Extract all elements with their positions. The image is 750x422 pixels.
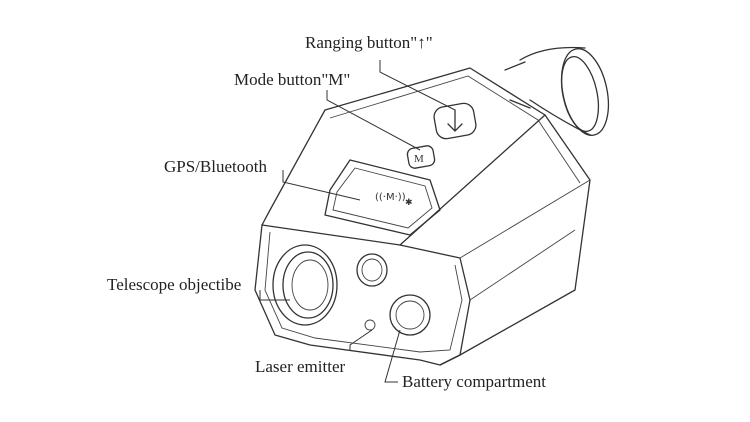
eyepiece [504,46,610,136]
svg-text:✱: ✱ [405,198,413,208]
label-ranging-button: Ranging button"↑" [305,33,433,52]
svg-text:M: M [414,153,424,165]
label-mode-button: Mode button"M" [234,70,351,89]
label-laser-emitter: Laser emitter [255,357,346,376]
svg-text:((·M·)): ((·M·)) [375,192,406,203]
label-gps-bluetooth: GPS/Bluetooth [164,157,267,176]
device-body: M ((·M·)) ✱ [254,67,591,366]
label-telescope-objective: Telescope objectibe [107,275,242,294]
label-battery-compartment: Battery compartment [402,372,546,391]
